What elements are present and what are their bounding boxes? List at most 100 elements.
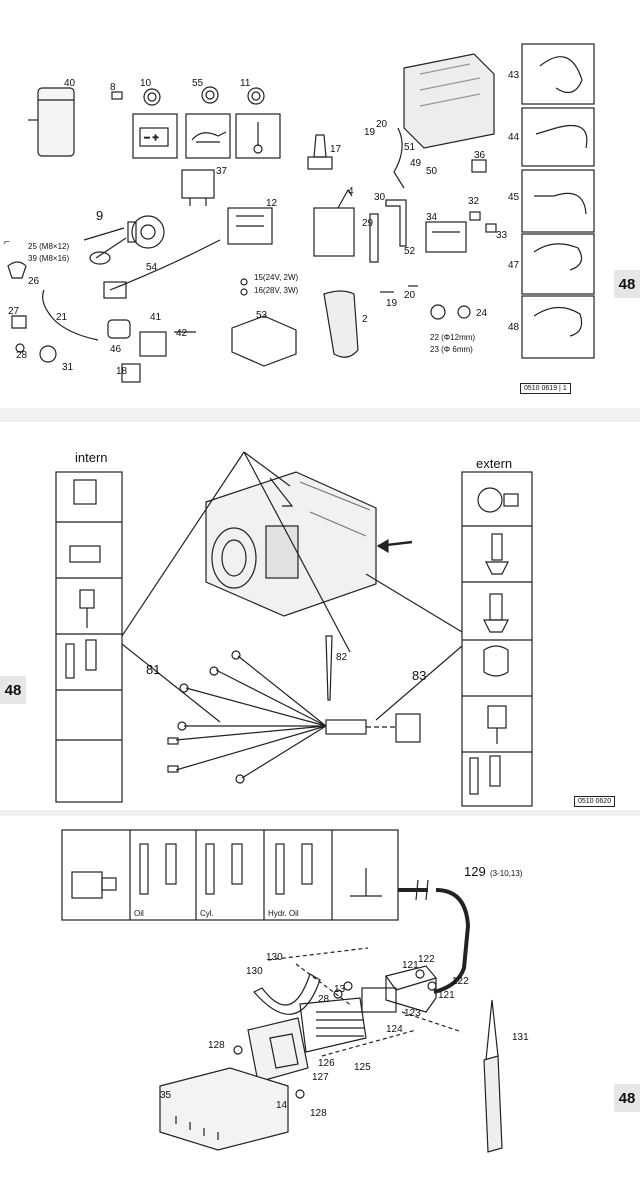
label-9: 9 [96,208,103,223]
label-126: 126 [318,1058,335,1069]
part-9-switch [131,215,165,249]
part-131 [483,1055,503,1153]
label-131: 131 [512,1032,529,1043]
label-8: 8 [110,82,116,93]
label-46: 46 [110,344,122,355]
label-52: 52 [404,246,416,257]
part-53 [231,315,297,367]
label-123: 123 [404,1008,421,1019]
part-34 [425,221,467,253]
label-83: 83 [412,668,426,683]
part-10 [143,88,161,106]
page-gap [0,408,640,422]
battery-plate [132,113,178,159]
label-127: 127 [312,1072,329,1083]
bulb-label-b: 16(28V, 3W) [254,286,299,295]
label-44: 44 [508,132,520,143]
label-20b: 20 [404,290,416,301]
temp-plate [235,113,281,159]
label-121b: 121 [438,990,455,1001]
section-tab-2: 48 [0,676,26,704]
part-12 [227,207,273,245]
part-130 [253,973,321,1015]
label-128b: 128 [310,1108,327,1119]
part-82 [325,635,333,701]
heading-intern: intern [75,450,108,465]
label-27: 27 [8,306,20,317]
svg-text:⌐: ⌐ [4,237,10,248]
part-41 [107,319,131,339]
label-48: 48 [508,322,520,333]
part-26 [7,261,27,279]
label-26: 26 [28,276,40,287]
label-35: 35 [160,1090,172,1101]
label-37: 37 [216,166,228,177]
parts-diagram-page-1: − + [0,0,640,408]
label-29: 29 [362,218,374,229]
svg-text:− +: − + [144,133,159,144]
part-29 [369,213,379,263]
label-19a: 19 [364,127,376,138]
label-34: 34 [426,212,438,223]
label-11: 11 [240,78,251,89]
label-17: 17 [330,144,342,155]
label-32: 32 [468,196,480,207]
kit-48 [521,295,595,359]
intern-panel [55,471,123,803]
bracket-label-b: 39 (M8×16) [28,254,69,263]
ref-code-2: 0510 0620 [574,796,616,807]
label-51: 51 [404,142,416,153]
part-51 [393,127,405,189]
label-28: 28 [16,350,28,361]
sensor-cell-strip [61,829,399,921]
part-11 [247,87,265,105]
part-31 [39,345,57,363]
bulb-label-a: 15(24V, 2W) [254,273,299,282]
heading-extern: extern [476,456,512,471]
page-gap-2 [0,810,640,816]
part-18 [121,363,141,383]
grommet-label-a: 22 (Φ12mm) [430,333,475,342]
label-128a: 128 [208,1040,225,1051]
cell-label-cyl: Cyl. [200,909,214,918]
label-47: 47 [508,260,520,271]
label-10: 10 [140,78,152,89]
kit-44 [521,107,595,167]
parts-diagram-2: intern extern 81 82 83 [55,450,533,807]
label-129: 129 [464,864,486,879]
label-20a: 20 [376,119,388,130]
label-53: 53 [256,310,268,321]
label-49: 49 [410,158,422,169]
label-81: 81 [146,662,160,677]
key [89,251,111,265]
part-21 [42,289,99,341]
label-45: 45 [508,192,520,203]
harness-sleeve [325,719,367,735]
label-21: 21 [56,312,68,323]
label-28: 28 [318,994,330,1005]
label-31: 31 [62,362,74,373]
label-121a: 121 [402,960,419,971]
cable-129 [433,888,471,994]
part-30 [385,199,407,247]
ref-code-1: 0510 0619 | 1 [520,383,571,394]
section-tab-1: 48 [614,270,640,298]
part-4 [313,207,355,257]
part-28 [15,343,25,353]
cell-label-hydr: Hydr. Oil [268,909,299,918]
part-17 [313,134,327,158]
section-tab-3b: 48 [614,1084,640,1112]
parts-diagram-1: − + [4,43,595,383]
label-122a: 122 [418,954,435,965]
label-130b: 130 [246,966,263,977]
part-35 [159,1067,289,1151]
part-54 [109,239,221,291]
part-36 [471,159,487,173]
label-54: 54 [146,262,158,273]
parts-diagram-page-3: Oil Cyl. Hydr. Oil 129 (3-10,13) 130 130… [0,816,640,1200]
label-43: 43 [508,70,520,81]
parts-diagram-page-2: intern extern 81 82 83 48 0510 0620 [0,422,640,810]
kit-47 [521,233,595,295]
label-13: 13 [334,984,346,995]
grommet-label-b: 23 (Φ 6mm) [430,345,473,354]
